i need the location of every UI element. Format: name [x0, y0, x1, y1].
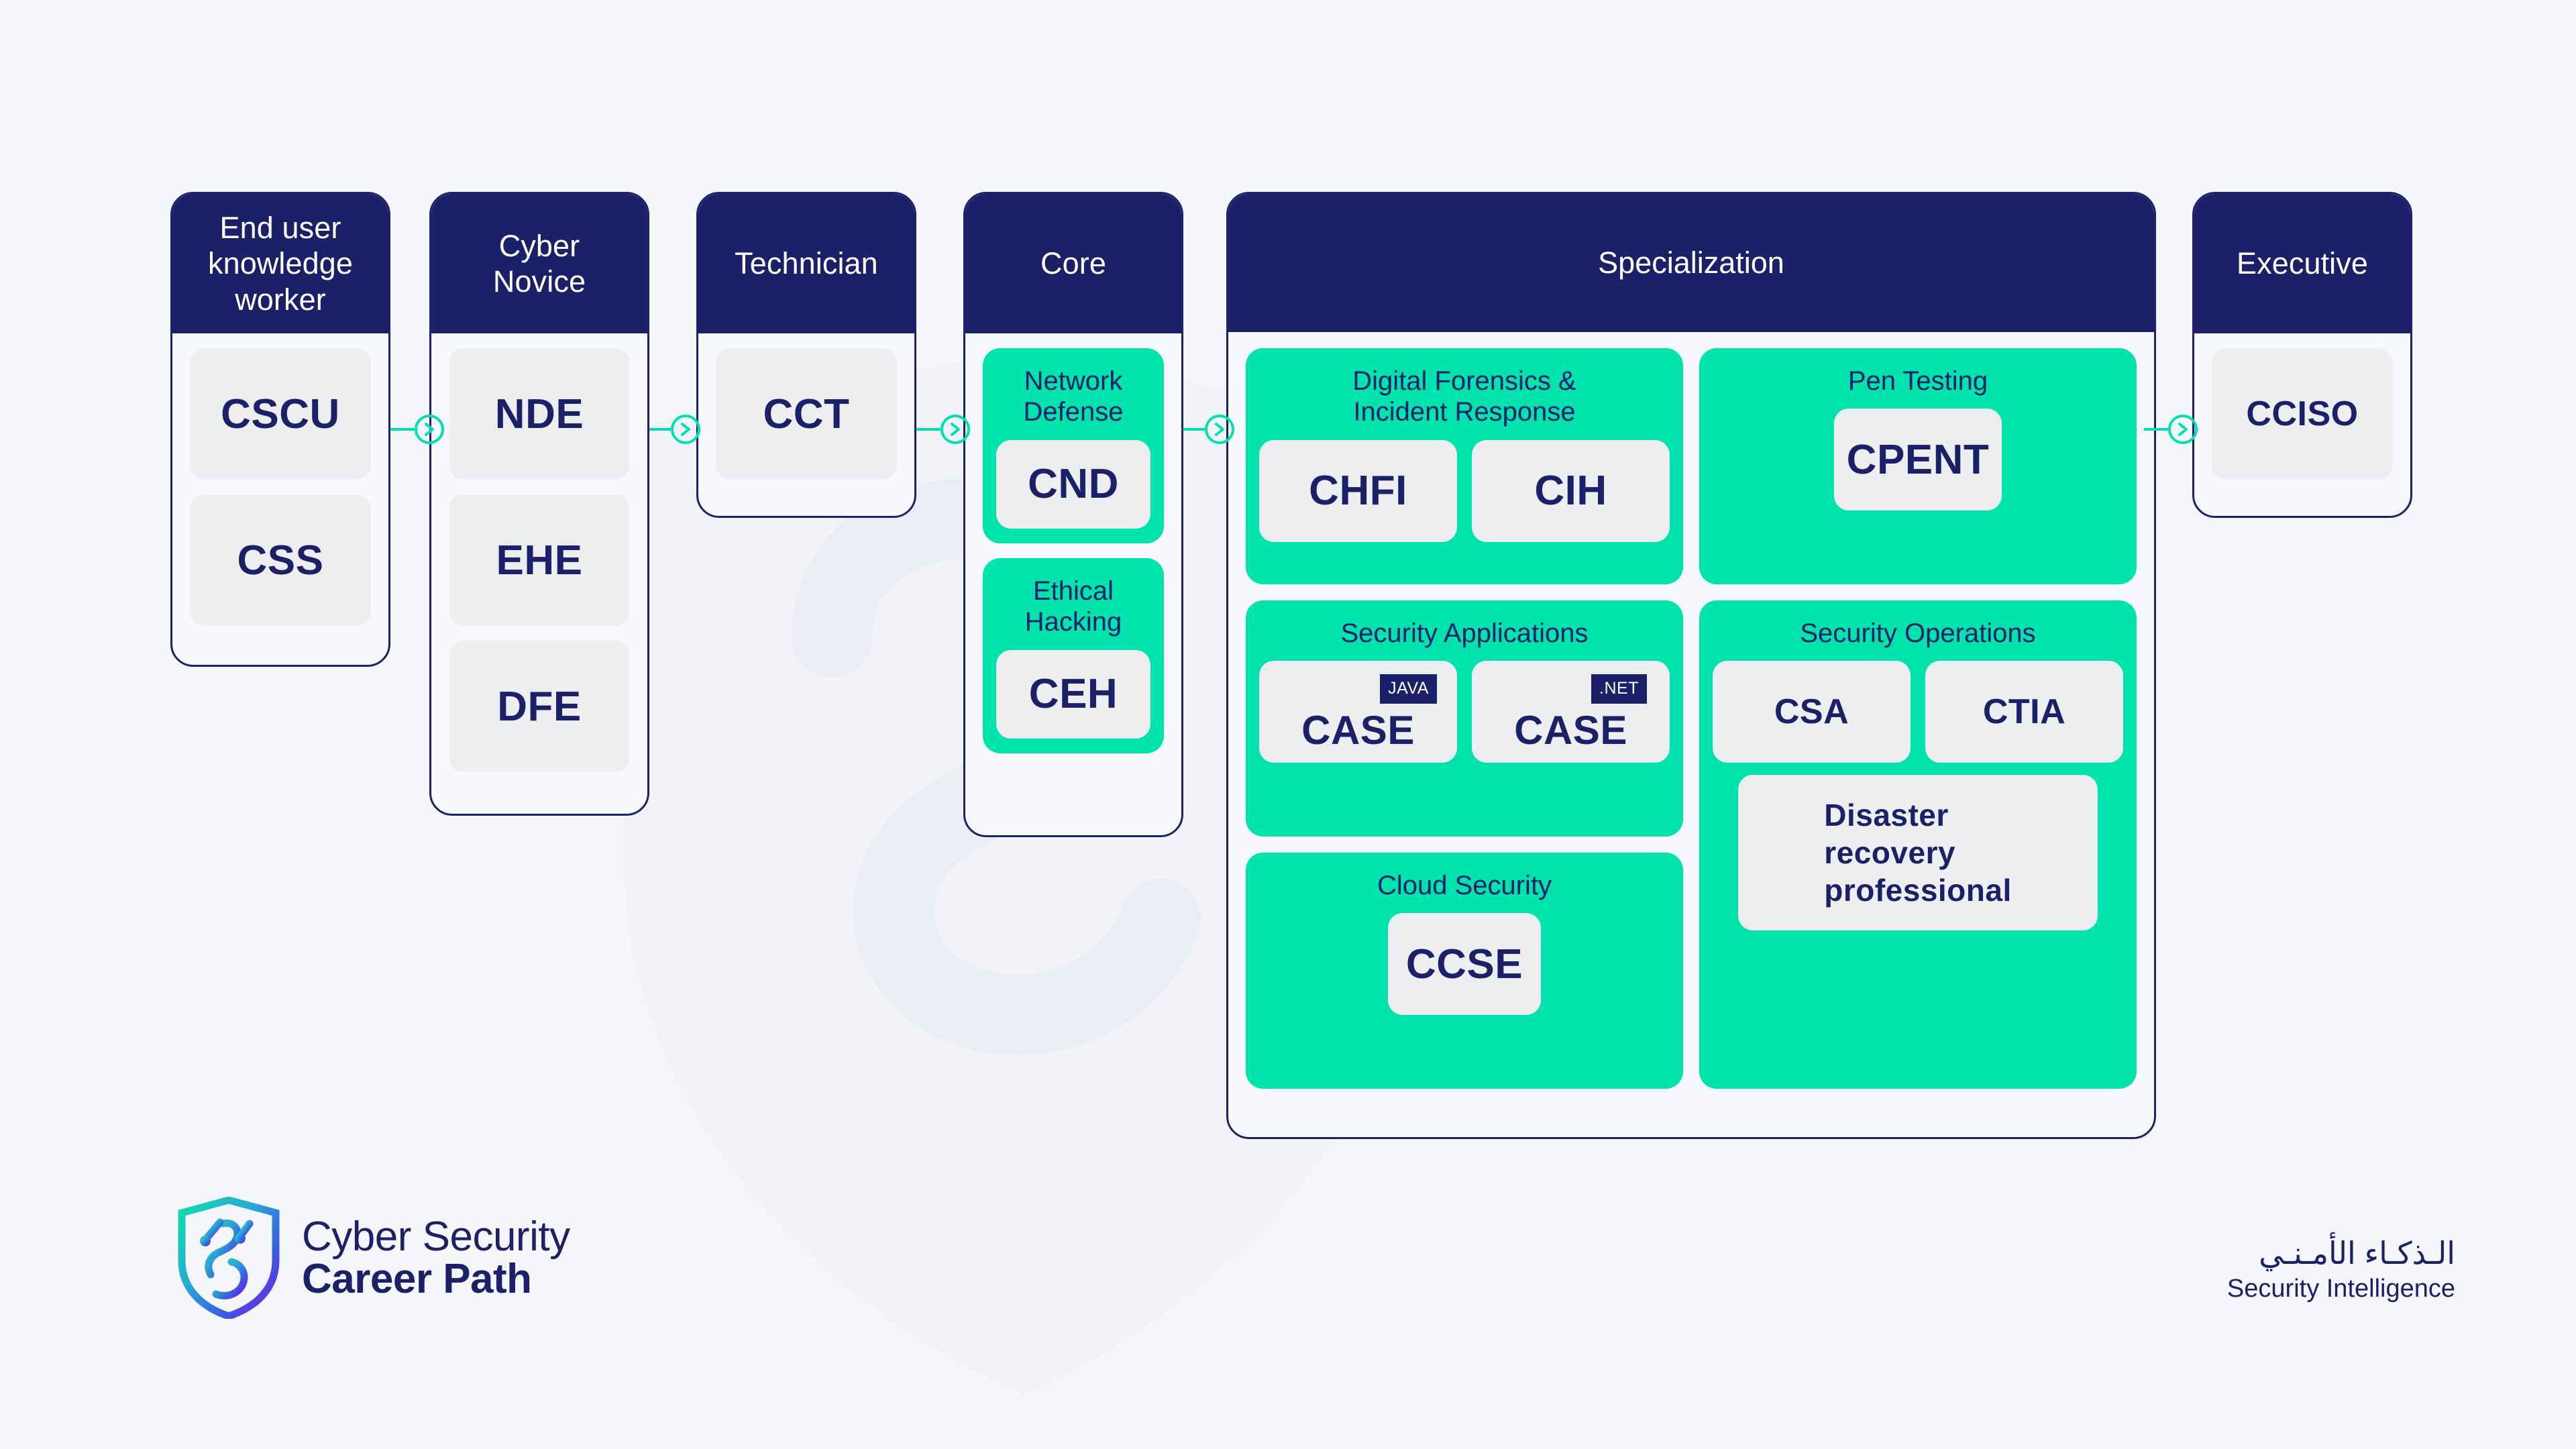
- brand-english-label: Security Intelligence: [2226, 1274, 2455, 1303]
- group-cloud-security[interactable]: Cloud Security CCSE: [1246, 853, 1683, 1089]
- column-technician[interactable]: Technician CCT: [696, 192, 916, 518]
- column-body-end-user-knowledge-worker: CSCU CSS: [172, 333, 388, 643]
- column-body-cyber-novice: NDE EHE DFE: [431, 333, 647, 790]
- specialization-grid: Digital Forensics & Incident Response CH…: [1228, 332, 2154, 1122]
- column-header-cyber-novice: Cyber Novice: [431, 194, 647, 333]
- cert-chip-cscu[interactable]: CSCU: [190, 348, 371, 480]
- shield-logo-icon: [178, 1197, 280, 1319]
- cert-chip-cpent[interactable]: CPENT: [1834, 409, 2002, 511]
- connector-cscu-to-nde: [390, 415, 444, 444]
- cert-chip-cct[interactable]: CCT: [716, 348, 897, 480]
- group-title-network-defense: Network Defense: [1023, 366, 1124, 427]
- brand-security-intelligence: الـذكـاء الأمـنـي Security Intelligence: [2227, 1234, 2455, 1305]
- connector-line: [916, 428, 941, 431]
- case-java-badge: JAVA: [1380, 674, 1437, 704]
- cert-chip-cih[interactable]: CIH: [1472, 439, 1670, 542]
- column-header-label: Technician: [735, 246, 878, 281]
- connector-chevron-icon: [415, 415, 444, 444]
- cert-chip-ehe[interactable]: EHE: [449, 494, 630, 626]
- brand-text: Cyber Security Career Path: [302, 1213, 570, 1302]
- group-title-security-applications: Security Applications: [1340, 619, 1589, 648]
- column-header-core: Core: [965, 194, 1181, 333]
- group-title-cloud-security: Cloud Security: [1377, 871, 1552, 900]
- cert-chip-css[interactable]: CSS: [190, 494, 371, 626]
- column-executive[interactable]: Executive CCISO: [2192, 192, 2412, 518]
- group-security-operations[interactable]: Security Operations CSA CTIA Disaster re…: [1699, 600, 2137, 1089]
- connector-line: [649, 428, 671, 431]
- column-header-label: Cyber Novice: [492, 228, 586, 299]
- column-end-user-knowledge-worker[interactable]: End user knowledge worker CSCU CSS: [170, 192, 390, 667]
- connector-into-cct: [649, 415, 700, 444]
- cert-chip-csa[interactable]: CSA: [1713, 661, 1911, 763]
- cert-chip-case-java[interactable]: JAVA CASE: [1259, 661, 1457, 763]
- chip-row: CCSE: [1259, 913, 1670, 1016]
- chip-row: CSA CTIA: [1713, 661, 2123, 763]
- column-body-technician: CCT: [698, 333, 914, 497]
- column-header-label: Specialization: [1598, 246, 1784, 280]
- brand-line-2: Career Path: [302, 1256, 532, 1302]
- group-network-defense[interactable]: Network Defense CND: [983, 348, 1164, 543]
- column-body-core: Network Defense CND Ethical Hacking CEH: [965, 333, 1181, 771]
- column-header-executive: Executive: [2194, 194, 2410, 333]
- chip-row: JAVA CASE .NET CASE: [1259, 661, 1670, 763]
- column-header-label: Executive: [2237, 246, 2368, 281]
- brand-line-1: Cyber Security: [302, 1213, 570, 1260]
- case-java-label: CASE: [1301, 708, 1415, 753]
- cert-chip-case-dotnet[interactable]: .NET CASE: [1472, 661, 1670, 763]
- connector-chevron-icon: [941, 415, 970, 444]
- connector-line: [390, 428, 415, 431]
- group-title-ethical-hacking: Ethical Hacking: [1024, 576, 1122, 637]
- group-title-pen-testing: Pen Testing: [1847, 366, 1988, 396]
- cert-chip-cnd[interactable]: CND: [996, 439, 1150, 529]
- cert-chip-chfi[interactable]: CHFI: [1259, 439, 1457, 542]
- column-header-label: Core: [1040, 246, 1106, 281]
- group-digital-forensics-incident-response[interactable]: Digital Forensics & Incident Response CH…: [1246, 348, 1683, 584]
- cert-chip-cciso[interactable]: CCISO: [2212, 348, 2393, 480]
- group-pen-testing[interactable]: Pen Testing CPENT: [1699, 348, 2137, 584]
- connector-line: [1183, 428, 1205, 431]
- column-body-executive: CCISO: [2194, 333, 2410, 497]
- connector-specialization-to-cciso: [2144, 415, 2198, 444]
- cert-chip-ceh[interactable]: CEH: [996, 649, 1150, 739]
- brand-arabic-label: الـذكـاء الأمـنـي: [2259, 1236, 2455, 1271]
- column-cyber-novice[interactable]: Cyber Novice NDE EHE DFE: [429, 192, 649, 816]
- chip-row: CPENT: [1713, 409, 2123, 511]
- column-header-end-user-knowledge-worker: End user knowledge worker: [172, 194, 388, 333]
- connector-cct-to-core: [916, 415, 970, 444]
- brand-cyber-security-career-path: Cyber Security Career Path: [176, 1197, 570, 1319]
- cert-chip-ccse[interactable]: CCSE: [1388, 913, 1541, 1016]
- cert-chip-disaster-recovery-professional[interactable]: Disaster recovery professional: [1738, 775, 2098, 931]
- column-header-technician: Technician: [698, 194, 914, 333]
- column-header-specialization: Specialization: [1228, 194, 2154, 332]
- group-title-digital-forensics-incident-response: Digital Forensics & Incident Response: [1352, 366, 1576, 427]
- specialization-right-column: Pen Testing CPENT Security Operations CS…: [1699, 348, 2137, 1089]
- cert-chip-ctia[interactable]: CTIA: [1925, 661, 2123, 763]
- group-ethical-hacking[interactable]: Ethical Hacking CEH: [983, 557, 1164, 753]
- connector-chevron-icon: [2168, 415, 2198, 444]
- cert-chip-dfe[interactable]: DFE: [449, 641, 630, 772]
- connector-line: [2144, 428, 2168, 431]
- chip-row: CHFI CIH: [1259, 439, 1670, 542]
- column-core[interactable]: Core Network Defense CND Ethical Hacking…: [963, 192, 1183, 837]
- group-title-security-operations: Security Operations: [1800, 619, 2036, 648]
- cert-chip-nde[interactable]: NDE: [449, 348, 630, 480]
- chip-row: Disaster recovery professional: [1713, 775, 2123, 931]
- case-dotnet-label: CASE: [1514, 708, 1627, 753]
- connector-core-to-specialization: [1183, 415, 1234, 444]
- column-specialization[interactable]: Specialization Digital Forensics & Incid…: [1226, 192, 2156, 1139]
- group-security-applications[interactable]: Security Applications JAVA CASE .NET CAS…: [1246, 600, 1683, 837]
- connector-chevron-icon: [1205, 415, 1234, 444]
- specialization-left-column: Digital Forensics & Incident Response CH…: [1246, 348, 1683, 1089]
- connector-chevron-icon: [671, 415, 700, 444]
- column-header-label: End user knowledge worker: [207, 211, 354, 317]
- case-dotnet-badge: .NET: [1591, 674, 1647, 704]
